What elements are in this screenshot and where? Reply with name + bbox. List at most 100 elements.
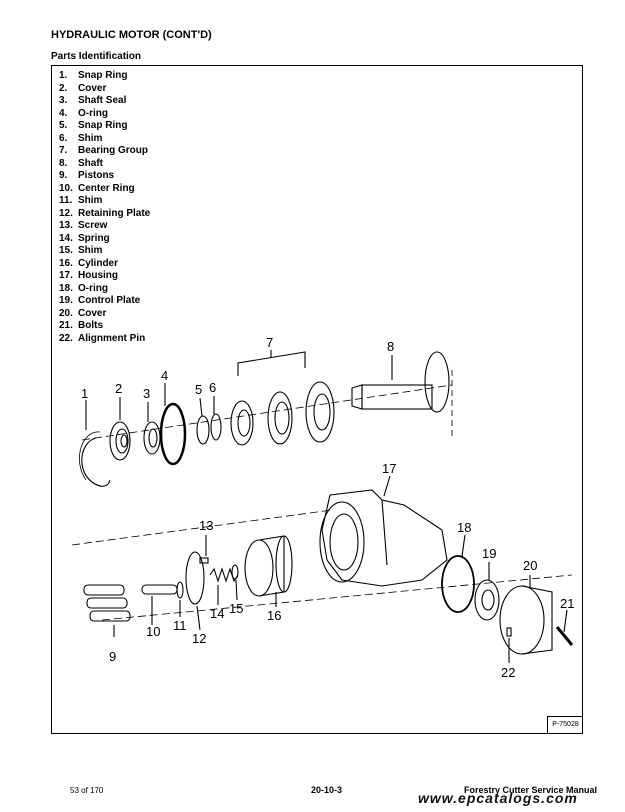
parts-list-item: 6. Shim (59, 133, 150, 146)
callout-3: 3 (143, 386, 150, 401)
parts-list-item: 9. Pistons (59, 170, 150, 183)
parts-list-item: 22.Alignment Pin (59, 333, 150, 346)
part-number: 14. (59, 232, 73, 244)
callout-12: 12 (192, 631, 206, 646)
part-12-retaining-plate (185, 551, 205, 605)
part-number: 21. (59, 320, 73, 331)
callout-7: 7 (266, 335, 273, 350)
parts-list-item: 19. Control Plate (59, 295, 150, 308)
parts-list-item: 15. Shim (59, 245, 150, 258)
exploded-view-diagram: 1 2 3 4 5 6 7 8 9 10 11 12 13 14 15 16 1… (71, 335, 574, 680)
part-name: Pistons (78, 170, 115, 181)
part-name: Shim (78, 245, 103, 256)
parts-list-item: 2. Cover (59, 83, 150, 96)
part-name: O-ring (78, 282, 108, 294)
callout-labels: 1 2 3 4 5 6 7 8 9 10 11 12 13 14 15 16 1… (81, 335, 574, 680)
part-number: 7. (59, 145, 68, 156)
part-16-cylinder (244, 535, 293, 597)
part-name: Screw (78, 220, 108, 231)
part-number: 8. (59, 157, 68, 169)
callout-5: 5 (195, 382, 202, 397)
part-number: 4. (59, 107, 68, 119)
part-number: 19. (59, 295, 73, 306)
part-number: 9. (59, 170, 68, 181)
part-22-alignment-pin (506, 627, 512, 637)
page-title: HYDRAULIC MOTOR (CONT'D) (51, 29, 212, 41)
part-1-snap-ring (81, 437, 111, 487)
parts-list-item: 5. Snap Ring (59, 120, 150, 133)
callout-21: 21 (560, 596, 574, 611)
part-name: Shim (78, 132, 103, 144)
part-name: Cover (78, 307, 107, 319)
parts-list-item: 18.O-ring (59, 283, 150, 296)
parts-list-item: 11. Shim (59, 195, 150, 208)
manual-title: Forestry Cutter Service Manual (464, 785, 598, 795)
part-name: Housing (78, 270, 118, 281)
part-name: Cover (78, 82, 107, 94)
parts-list-item: 10.Center Ring (59, 183, 150, 196)
section-subtitle: Parts Identification (51, 51, 142, 62)
parts-list-item: 3. Shaft Seal (59, 95, 150, 108)
part-name: Control Plate (78, 295, 141, 306)
parts-list-item: 12. Retaining Plate (59, 208, 150, 221)
callout-22: 22 (501, 665, 515, 680)
part-21-bolts (555, 626, 574, 646)
part-13-screw (199, 557, 209, 564)
part-2-cover (109, 421, 131, 461)
parts-list-item: 1.Snap Ring (59, 70, 150, 83)
parts-list-item: 7. Bearing Group (59, 145, 150, 158)
part-number: 12. (59, 207, 73, 219)
part-18-o-ring (441, 555, 475, 613)
part-7-bearing-group (230, 381, 335, 446)
part-15-shim (231, 564, 239, 580)
part-number: 20. (59, 307, 73, 319)
part-9-pistons (83, 584, 131, 622)
callout-15: 15 (229, 601, 243, 616)
part-name: Spring (78, 232, 110, 244)
part-name: Cylinder (78, 257, 119, 269)
part-name: Snap Ring (78, 120, 128, 131)
part-14-spring (209, 567, 239, 583)
callout-17: 17 (382, 461, 396, 476)
parts-list-item: 4.O-ring (59, 108, 150, 121)
part-number: 3. (59, 95, 68, 106)
callout-4: 4 (161, 368, 168, 383)
part-number: 11. (59, 195, 73, 206)
part-number: 22. (59, 332, 73, 344)
callout-8: 8 (387, 339, 394, 354)
part-name: Snap Ring (78, 70, 128, 81)
watermark: www.epcatalogs.com (418, 790, 578, 806)
part-11-shim (176, 581, 184, 599)
callout-13: 13 (199, 518, 213, 533)
parts-list-item: 21. Bolts (59, 320, 150, 333)
part-number: 2. (59, 82, 68, 94)
part-number: 6. (59, 132, 68, 144)
part-number: 15. (59, 245, 73, 256)
part-name: Retaining Plate (78, 207, 151, 219)
callout-11: 11 (173, 618, 187, 633)
part-name: Bolts (78, 320, 103, 331)
callout-10: 10 (146, 624, 160, 639)
part-name: Shaft Seal (78, 95, 127, 106)
part-10-center-ring (141, 584, 178, 595)
callout-9: 9 (109, 649, 116, 664)
figure-frame (51, 65, 583, 734)
part-20-cover (499, 585, 553, 655)
part-19-control-plate (474, 579, 500, 621)
part-number: 17. (59, 270, 73, 281)
parts-list-item: 14. Spring (59, 233, 150, 246)
figure-reference: P-75028 (547, 716, 583, 734)
page-count: 53 of 170 (70, 786, 104, 795)
callout-14: 14 (210, 606, 224, 621)
part-number: 5. (59, 120, 68, 131)
callout-6: 6 (209, 380, 216, 395)
parts-list-item: 17. Housing (59, 270, 150, 283)
callout-1: 1 (81, 386, 88, 401)
part-6-shim (210, 413, 222, 441)
part-17-housing (319, 489, 448, 587)
callout-19: 19 (482, 546, 496, 561)
part-number: 10. (59, 182, 73, 194)
part-name: Shim (78, 195, 103, 206)
part-name: Bearing Group (78, 145, 149, 156)
